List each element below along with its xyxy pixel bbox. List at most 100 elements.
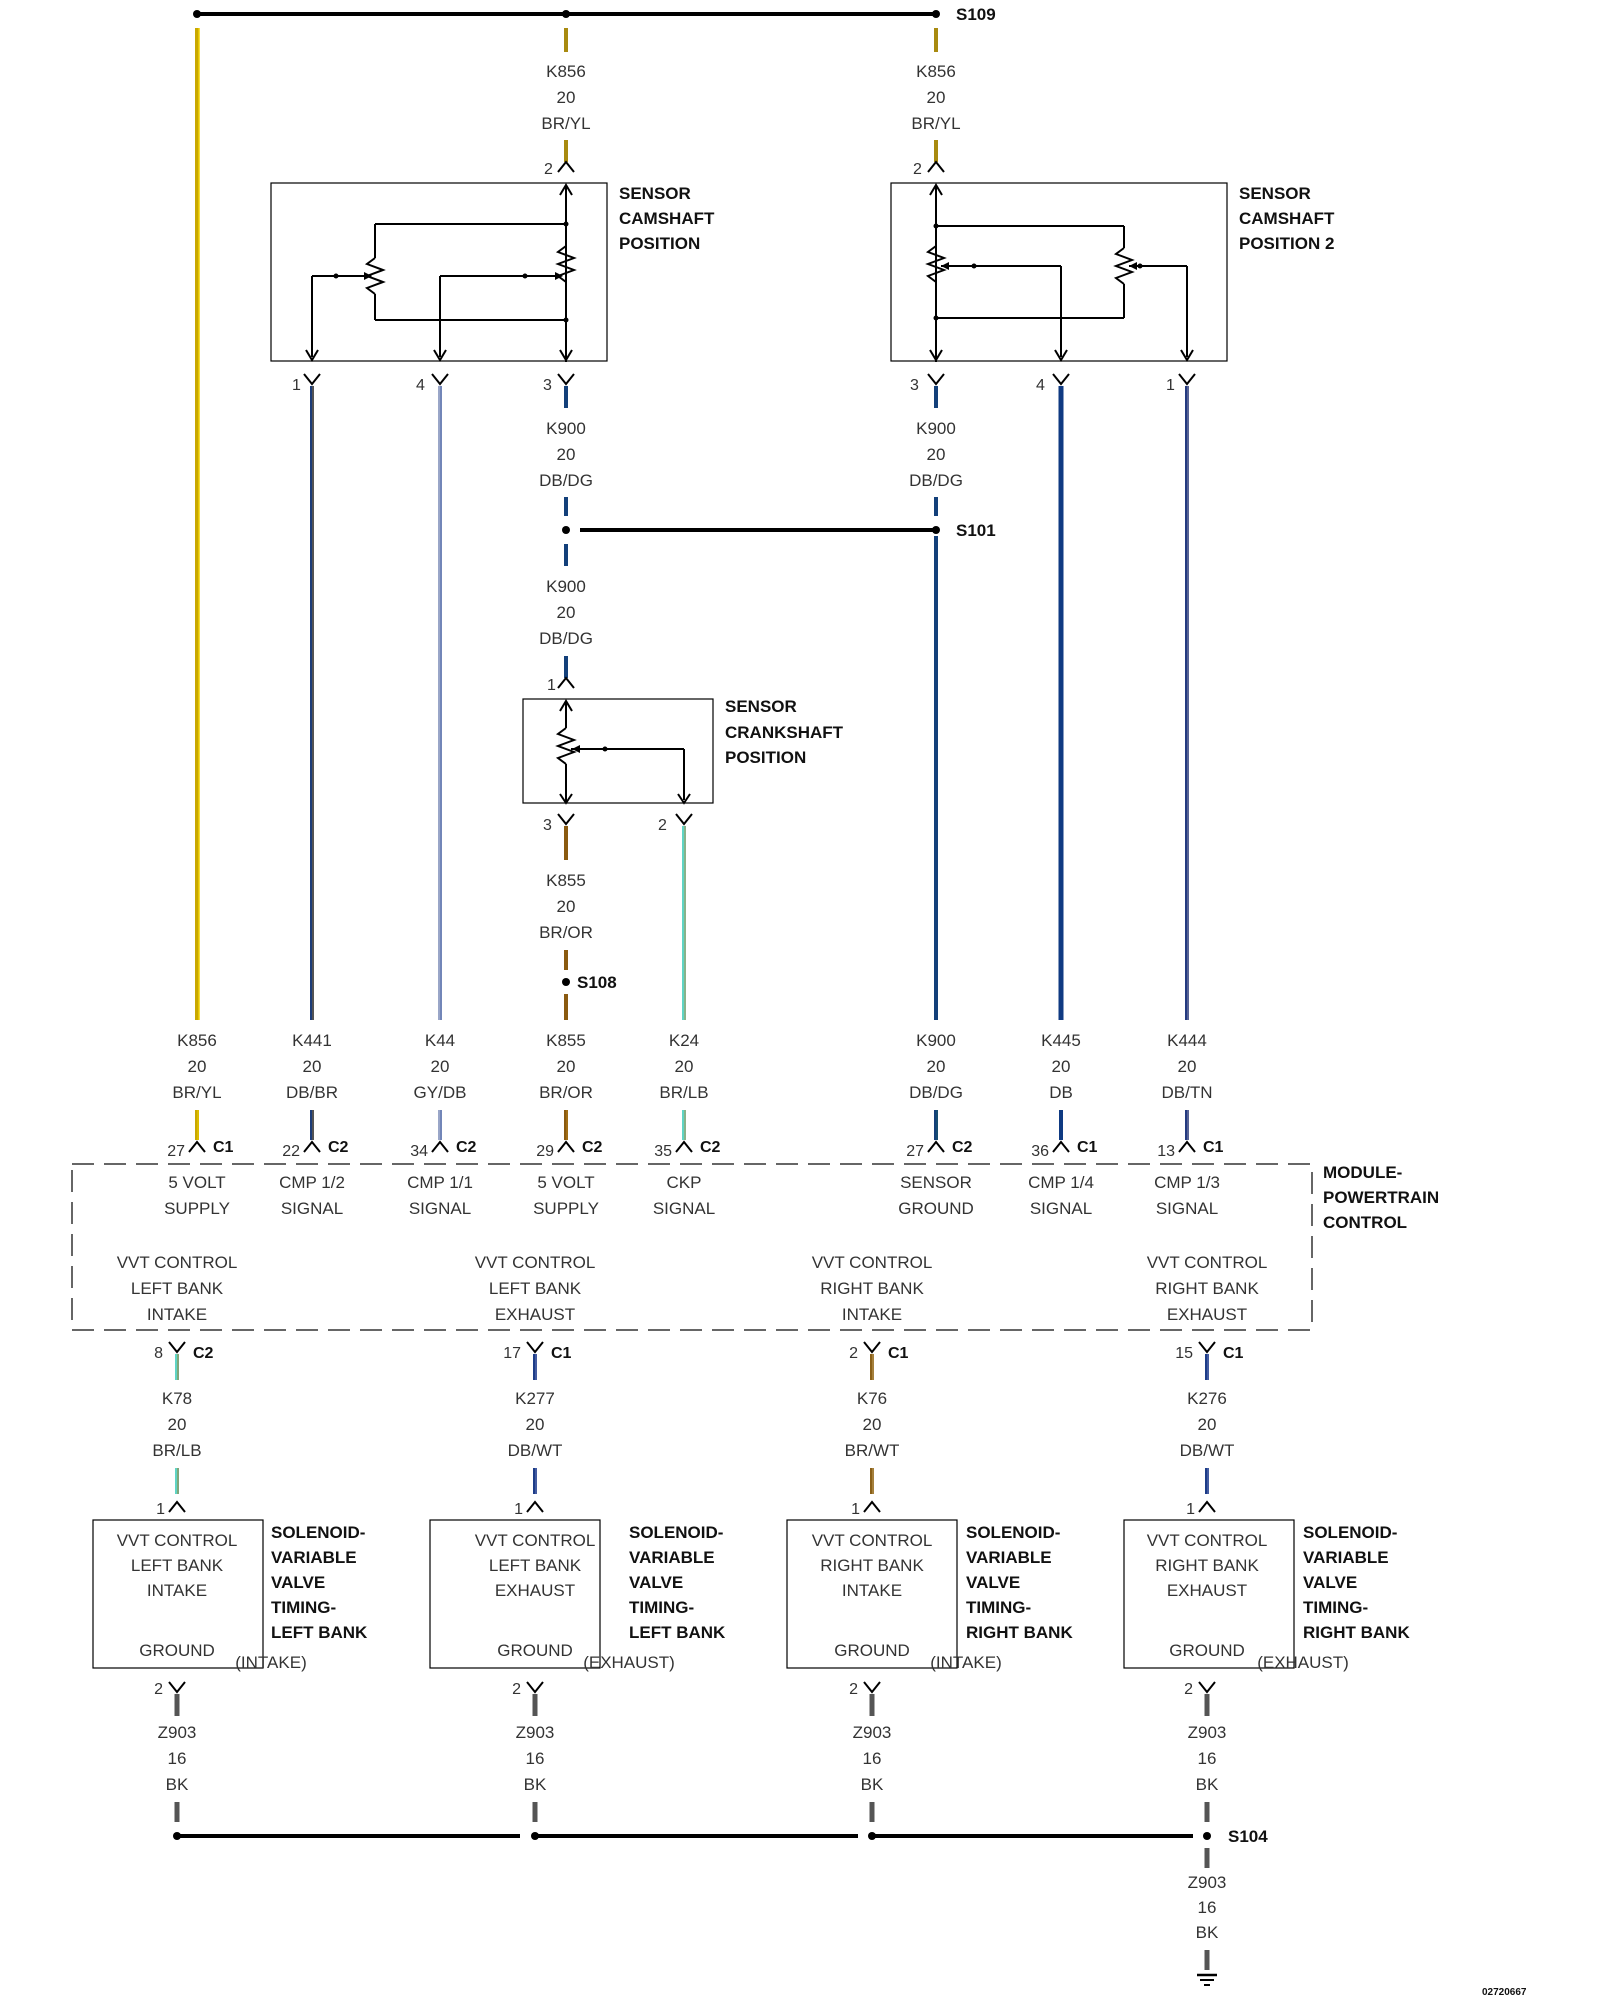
wire-k44 [438,386,442,1020]
component-label: SENSOR [619,184,691,203]
wire-gauge: 20 [303,1057,322,1076]
wire-circuit: K856 [916,62,956,81]
wire-circuit: Z903 [1188,1873,1227,1892]
pin-number: 35 [654,1143,672,1160]
wire-color: DB/WT [1180,1441,1235,1460]
wire-color: BR/YL [911,114,960,133]
component-label: (EXHAUST) [583,1653,675,1672]
pin-function: INTAKE [147,1305,207,1324]
wire-color: DB/DG [909,1083,963,1102]
connector-female-icon [526,1500,544,1513]
wire-z903-ground: Z903 16 BK [1188,1848,1227,1986]
pin-function: RIGHT BANK [820,1279,924,1298]
pin-number: 1 [514,1501,523,1518]
component-label: VARIABLE [1303,1548,1389,1567]
connector-id: C2 [700,1139,721,1156]
connector-male-icon [863,1341,881,1354]
component-label: SOLENOID- [271,1523,365,1542]
pin-function: SENSOR [900,1173,972,1192]
connector-male-icon [1198,1341,1216,1354]
solenoid-pin-label: GROUND [834,1641,910,1660]
wire-color: BK [861,1775,884,1794]
wire-circuit: K856 [546,62,586,81]
pin-number: 1 [1186,1501,1195,1518]
connector-male-icon [168,1341,186,1354]
connector-male-icon [927,373,945,386]
pin-number: 2 [849,1345,858,1362]
wire-gauge: 20 [1198,1415,1217,1434]
pin-function: LEFT BANK [489,1279,582,1298]
wire-color: BR/OR [539,1083,593,1102]
pin-function: SUPPLY [533,1199,599,1218]
connector-id: C1 [1077,1139,1098,1156]
wire-color: DB/DG [539,471,593,490]
solenoid-pin-label: VVT CONTROL [117,1531,238,1550]
component-label: CAMSHAFT [619,209,715,228]
wire-k24 [682,826,686,1020]
wire-gauge: 20 [431,1057,450,1076]
pin-function: VVT CONTROL [475,1253,596,1272]
component-label: VALVE [271,1573,325,1592]
connector-id: C2 [456,1139,477,1156]
pin-function: SIGNAL [1030,1199,1092,1218]
wire-circuit: Z903 [158,1723,197,1742]
pin-number: 2 [658,817,667,834]
pin-number: 3 [543,377,552,394]
connector-id: C2 [193,1345,214,1362]
component-label: TIMING- [1303,1598,1368,1617]
wire-circuit: K855 [546,871,586,890]
wire-circuit: K900 [916,419,956,438]
component-label: VARIABLE [629,1548,715,1567]
powertrain-control-module: MODULE- POWERTRAIN CONTROL [71,1163,1439,1331]
solenoid-pin-label: GROUND [1169,1641,1245,1660]
connector-male-icon [1178,373,1196,386]
solenoid-pin-label: EXHAUST [1167,1581,1247,1600]
component-label: LEFT BANK [271,1623,368,1642]
wire-color: BR/OR [539,923,593,942]
solenoid-pin-label: EXHAUST [495,1581,575,1600]
wire-gauge: 20 [1052,1057,1071,1076]
wire-circuit: Z903 [1188,1723,1227,1742]
pin-function: CMP 1/1 [407,1173,473,1192]
component-label: (INTAKE) [930,1653,1001,1672]
pin-number: 4 [1036,377,1045,394]
wire-color: BR/YL [541,114,590,133]
wire-circuit: Z903 [853,1723,892,1742]
connector-female-icon [1178,1140,1196,1153]
wire-gauge: 16 [863,1749,882,1768]
wire-k900-ckp: K900 20 DB/DG [539,544,593,678]
pin-number: 8 [154,1345,163,1362]
component-label: SENSOR [1239,184,1311,203]
component-label: TIMING- [271,1598,336,1617]
wire-color: DB [1049,1083,1073,1102]
wire-gauge: 20 [927,1057,946,1076]
component-label: POSITION [619,234,700,253]
pin-function: VVT CONTROL [1147,1253,1268,1272]
wire-gauge: 20 [557,445,576,464]
solenoid-pin-label: RIGHT BANK [820,1556,924,1575]
component-label: SOLENOID- [966,1523,1060,1542]
solenoid-pin-label: VVT CONTROL [812,1531,933,1550]
splice-s104: S104 [173,1827,1268,1846]
solenoid-pin-label: GROUND [497,1641,573,1660]
camshaft-position-sensor: 2 SENSOR CAMSHAFT POSITION [270,160,715,394]
wire-gauge: 20 [927,88,946,107]
wire-gauge: 20 [557,897,576,916]
connector-female-icon [557,160,575,173]
wire-circuit: K855 [546,1031,586,1050]
ground-icon [1197,1973,1217,1986]
wire-k856-cmp2: K856 20 BR/YL [911,28,961,162]
solenoid-pin-label: LEFT BANK [489,1556,582,1575]
connector-id: C1 [888,1345,909,1362]
pin-number: 4 [416,377,425,394]
wire-gauge: 16 [526,1749,545,1768]
pin-number: 15 [1175,1345,1193,1362]
wire-circuit: K445 [1041,1031,1081,1050]
wire-color: BR/YL [172,1083,221,1102]
